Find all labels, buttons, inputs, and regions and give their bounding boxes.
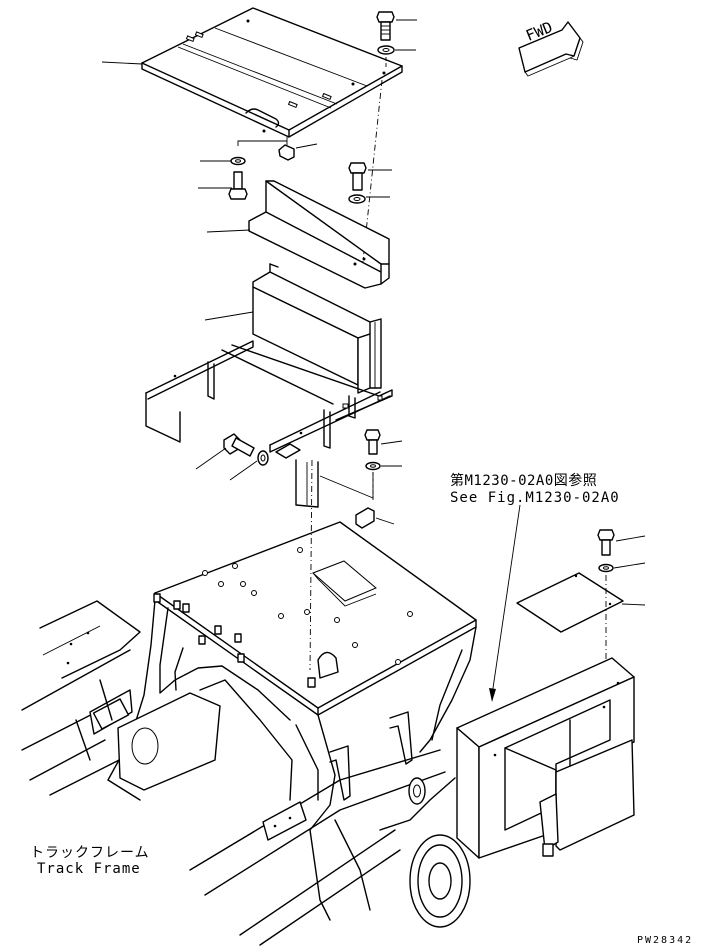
bolt-right	[348, 162, 367, 204]
reference-note-english: See Fig.M1230-02A0	[450, 490, 620, 506]
top-cover-plate	[141, 7, 403, 161]
drawing-code: PW28342	[637, 935, 694, 946]
track-frame-label-english: Track Frame	[37, 861, 141, 877]
bolt-box-lid	[597, 529, 615, 573]
fwd-arrow-icon	[518, 21, 584, 77]
bolt-upper-right	[376, 11, 395, 55]
main-frame-deck	[107, 521, 477, 831]
reference-note-japanese: 第M1230-02A0図参照	[450, 473, 598, 489]
angle-bracket	[248, 180, 390, 289]
tool-box	[456, 572, 635, 859]
track-frame	[21, 600, 471, 946]
bolt-mid-right	[355, 429, 381, 529]
washer-left	[230, 156, 246, 166]
bolt-left	[228, 171, 248, 200]
track-frame-label-japanese: トラックフレーム	[30, 845, 150, 861]
console-stand	[145, 263, 393, 508]
bolt-mid-left	[223, 433, 269, 466]
